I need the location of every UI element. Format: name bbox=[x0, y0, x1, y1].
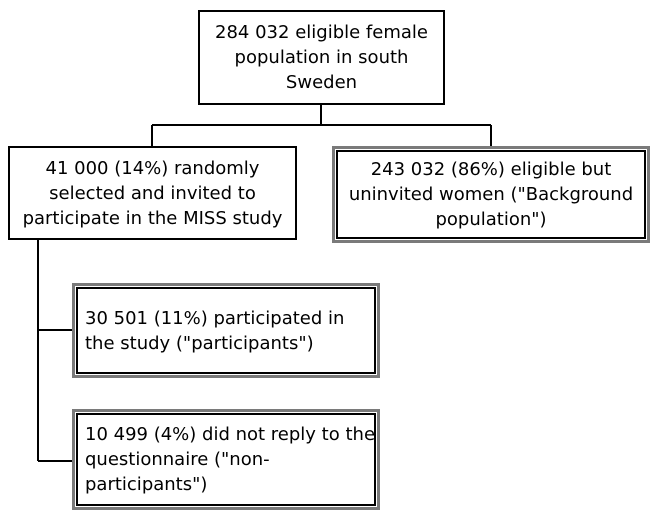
invited-box: 41 000 (14%) randomly selected and invit… bbox=[8, 146, 297, 240]
non-participants-text: 10 499 (4%) did not reply to the questio… bbox=[85, 424, 376, 495]
background-population-text: 243 032 (86%) eligible but uninvited wom… bbox=[348, 159, 634, 230]
root-population-box: 284 032 eligible female population in so… bbox=[198, 10, 445, 105]
root-population-text: 284 032 eligible female population in so… bbox=[215, 22, 428, 93]
background-population-box: 243 032 (86%) eligible but uninvited wom… bbox=[332, 146, 650, 243]
non-participants-box: 10 499 (4%) did not reply to the questio… bbox=[72, 409, 380, 510]
participants-box: 30 501 (11%) participated in the study (… bbox=[72, 283, 380, 378]
participants-text: 30 501 (11%) participated in the study (… bbox=[85, 307, 345, 354]
invited-text: 41 000 (14%) randomly selected and invit… bbox=[22, 157, 283, 229]
